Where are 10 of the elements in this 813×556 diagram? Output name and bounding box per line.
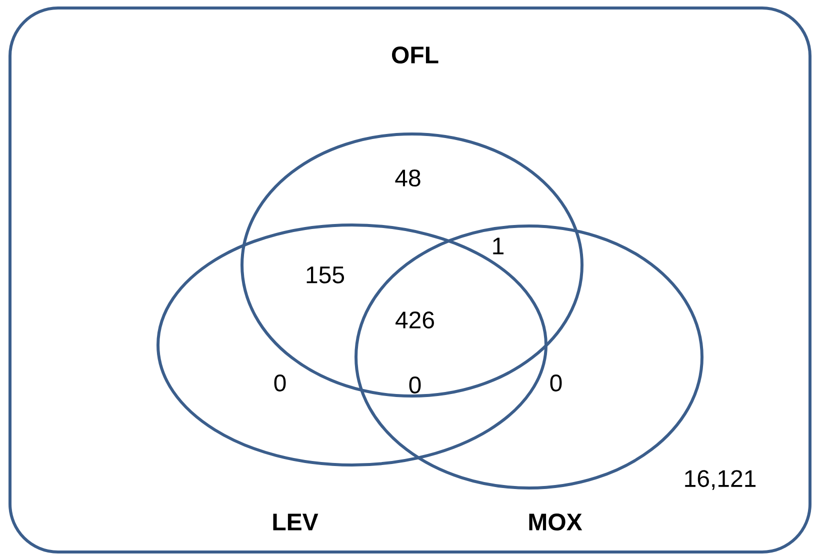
region-count: 0	[274, 374, 286, 392]
region-count: 48	[395, 170, 420, 186]
region-count: 155	[306, 266, 344, 284]
node-label: OFL	[392, 46, 438, 64]
region-count: 1	[493, 238, 504, 254]
node-label: MOX	[529, 513, 582, 530]
region-count: 0	[409, 376, 421, 394]
region-count: 426	[396, 312, 434, 328]
node-label: LEV	[273, 514, 318, 530]
region-count: 0	[550, 374, 562, 392]
